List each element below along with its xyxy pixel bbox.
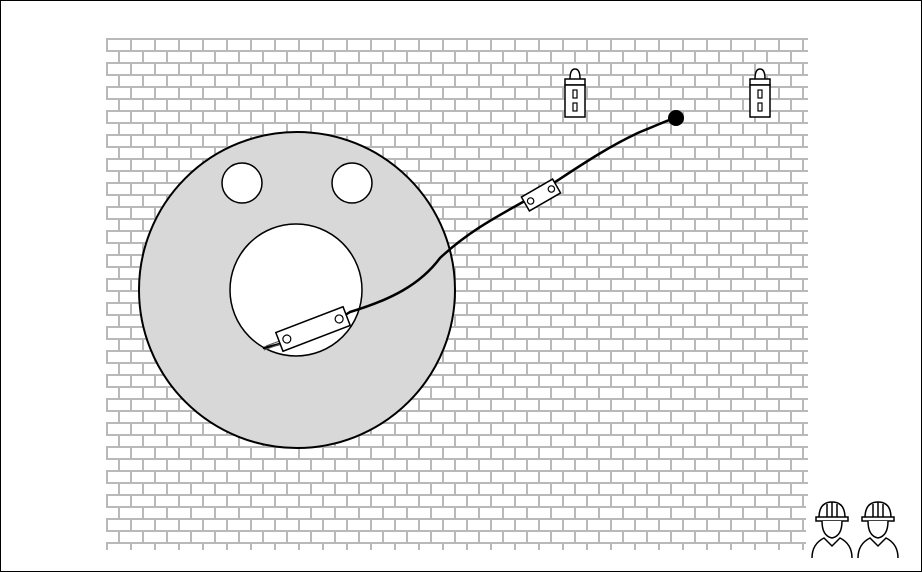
cable-clamp-icon bbox=[520, 178, 562, 212]
cable-clamp-icon bbox=[274, 305, 352, 353]
hole-icon bbox=[331, 162, 373, 204]
wall-anchor-icon bbox=[564, 68, 586, 118]
wall-anchor-icon bbox=[749, 68, 771, 118]
cable-end-icon bbox=[668, 110, 684, 126]
hole-icon bbox=[221, 162, 263, 204]
worker-icon bbox=[857, 501, 899, 559]
worker-icon bbox=[811, 501, 853, 559]
